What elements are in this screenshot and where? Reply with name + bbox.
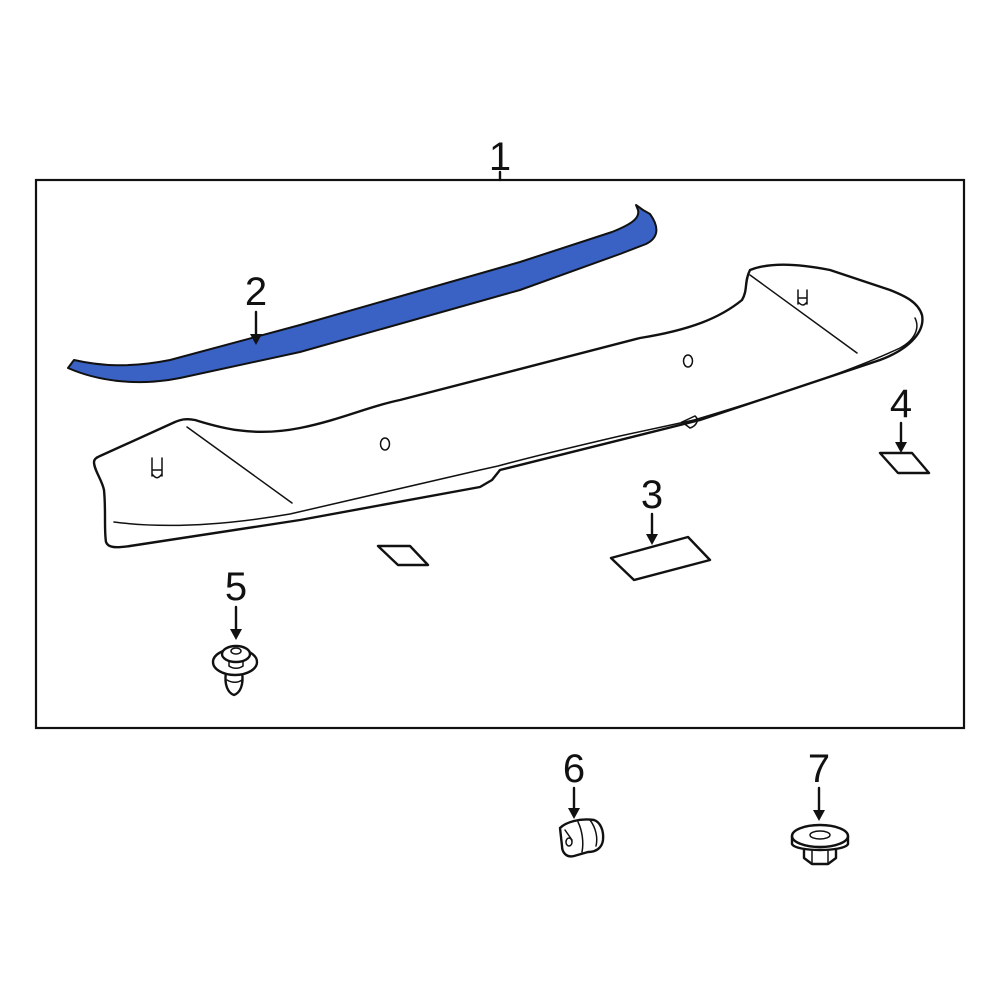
callout-3-label: 3	[641, 473, 663, 517]
part-4-pad-small[interactable]: 4	[878, 382, 931, 475]
pad-large-shape	[609, 535, 712, 582]
clip-nut-shape	[558, 818, 605, 858]
left-fin-edge	[186, 426, 293, 504]
part-3-pad-large[interactable]: 3	[609, 473, 712, 582]
seal-strip-shape	[67, 204, 658, 384]
callout-6-label: 6	[563, 747, 585, 791]
callout-5-label: 5	[225, 565, 247, 609]
part-7-grommet-nut[interactable]: 7	[790, 747, 850, 866]
spoiler-notch	[680, 415, 698, 429]
right-fin-edge	[749, 274, 858, 354]
callout-5-arrowhead	[230, 629, 242, 640]
callout-7-label: 7	[808, 747, 830, 791]
callout-2-arrowhead	[250, 334, 262, 345]
grommet-nut-shape	[790, 823, 850, 866]
mount-hole-right	[682, 354, 694, 368]
left-stud-icon	[151, 457, 163, 479]
callout-7-arrowhead	[813, 810, 825, 821]
callout-6-arrowhead	[568, 808, 580, 819]
callout-3-arrowhead	[646, 534, 658, 545]
part-2-seal-strip[interactable]: 2	[67, 204, 658, 384]
part-1-spoiler-body[interactable]	[92, 263, 924, 549]
callout-4-label: 4	[890, 382, 912, 426]
part-6-clip-nut[interactable]: 6	[558, 747, 605, 858]
spoiler-trim-line	[113, 317, 918, 527]
callout-2-label: 2	[245, 270, 267, 314]
right-stud-icon	[797, 289, 808, 306]
callout-1[interactable]: 1	[489, 135, 511, 182]
pad-small-left[interactable]	[376, 544, 430, 567]
spoiler-outline	[92, 263, 924, 549]
mount-hole-left	[379, 437, 391, 451]
callout-1-label: 1	[489, 135, 511, 179]
clip-shape	[211, 644, 259, 697]
pad-small-shape	[878, 451, 931, 475]
callout-4-arrowhead	[895, 442, 907, 453]
part-5-retainer-clip[interactable]: 5	[211, 565, 259, 697]
